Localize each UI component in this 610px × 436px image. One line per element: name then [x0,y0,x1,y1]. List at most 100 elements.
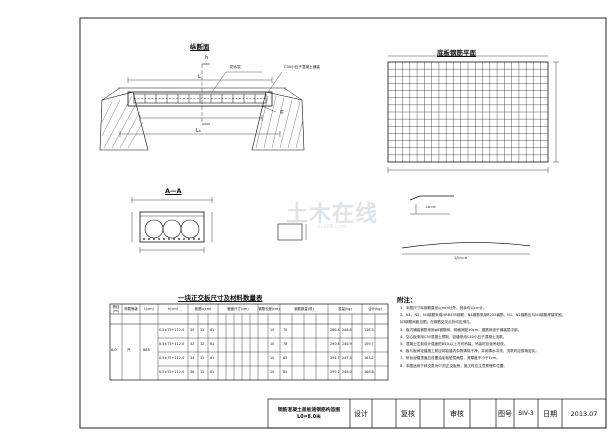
table-cell: 36 [190,370,195,374]
table-cell: 85 [283,370,288,374]
table-cell: 286.4 [330,328,340,332]
title-block-lines [267,398,607,429]
table-cell: 61 [210,328,215,332]
table-span: 8.0 [111,348,117,352]
section-slab [139,211,205,243]
section-void-2 [162,219,182,239]
drawing-title: 钢筋混凝土盖板涵钢筋构造图 L0=8.0米 [268,399,350,428]
note-line: 8、本图适用于斜交角为0°的正交板桥，施工时应注意预埋件位置。 [400,363,507,368]
table-cell: 32 [190,342,195,346]
note-line: 7、桥台台帽顶面应设置油毛毡垫层两层，其厚度不小于1cm。 [400,356,500,361]
notes-heading: 附注： [397,296,417,304]
table-cell: 61 [210,370,215,374]
plan-title: 底板钢筋平面 [437,49,476,57]
note-line: 1、本图尺寸除钢筋直径以mm计外，其余均以cm计。 [400,306,487,310]
approve-label: 审核 [450,409,464,418]
section-view [131,197,213,253]
table-cell: 248.0 [342,370,352,374]
elevation-title: 纵断面 [190,43,210,51]
watermark-text: 土木在线 [286,202,379,227]
table-cell: 166.8 [364,370,374,374]
table-length: 685 [143,348,150,352]
table-cell: 12 [200,370,205,374]
slab-outline [127,91,273,107]
table-load: 汽 [127,348,131,352]
note-line: 3、板内铺装钢筋采用φ8钢筋网，网格间距10cm，钢筋网设于铺装层中部。 [400,327,522,332]
table-cell: 78 [283,342,288,346]
drawing-number: SIV-3 [518,410,534,417]
table-cell: 82 [283,356,288,360]
table-header-cell: 截面尺寸(cm) [227,306,249,311]
callout-pavement: C30小石子混凝土铺装 [284,65,320,69]
table-cell: 0.5×75+112.0 [159,342,185,346]
label-l0: L₀ [196,128,201,134]
drawing-number-label: 图号 [498,409,512,418]
table-cell: 159.7 [364,342,374,346]
table-cell: 246.4 [342,328,352,332]
table-cell: 12 [200,356,205,360]
rebar-detail-2 [409,195,454,215]
drawing-title-line-2: L0=8.0米 [297,414,321,420]
note-line: 4、空心板采用C30混凝土预制，铰缝采用C40小石子混凝土浇筑。 [400,334,507,339]
elevation-view [99,63,305,151]
rebar-detail-1 [277,223,307,241]
table-header-cell: 合计(kg) [368,306,382,311]
section-void-3 [180,219,200,239]
callout-layer: 层 [280,110,284,114]
detail-label-la: La=d [426,205,436,209]
note-line: 2、N1、N2、N3钢筋采用HRB335钢筋，N4钢筋采用R235钢筋，N1、N… [400,313,566,318]
table-cell: 247.5 [342,356,352,360]
detail-label-ln: 1/Ln=d [454,256,468,260]
table-header-cell: 钢筋长度(cm) [258,306,280,311]
table-header-cell: 钢筋数量(根) [294,306,314,311]
note-line: N3钢筋间距见图，在钢筋交叉点处均应绑扎。 [400,320,474,325]
table-cell: 12 [200,328,205,332]
left-abutment [99,91,149,151]
callout-waterproof: 防水层 [230,65,241,69]
design-label: 设计 [354,409,368,418]
table-cell: 10 [270,328,275,332]
table-header-cell: 荷载等级 [124,306,138,311]
date-label: 日期 [543,409,557,418]
rebar-detail-3 [401,242,531,255]
label-h: h [205,55,209,61]
table-cell: 30 [190,328,195,332]
table-cell: 10 [270,370,275,374]
table-cell: 156.3 [364,328,374,332]
table-cell: 34 [190,356,195,360]
table-cell: 61 [210,356,215,360]
table-header-cell: 跨径(m) [112,305,120,313]
quantity-table [109,303,389,381]
table-cell: 163.2 [364,356,374,360]
drawing-title-line-1: 钢筋混凝土盖板涵钢筋构造图 [277,407,341,413]
right-abutment [251,91,305,151]
table-cell: 10 [270,342,275,346]
note-line: 6、板与板间铰缝施工前应将铰缝内杂物清除干净，并用清水冲洗，浇筑时应振捣密实。 [400,349,539,354]
note-line: 5、混凝土达到设计强度的85%以上方可吊装，吊装时应轻吊轻放。 [400,342,508,347]
table-header-cell: 板宽b(cm) [194,306,212,311]
table-cell: 0.5×75+112.0 [159,356,185,360]
table-title: 一块正交板尺寸及材料数量表 [178,294,263,302]
plan-view [387,55,559,173]
table-header-cell: 重量(kg) [338,306,352,311]
table-cell: 75 [283,328,288,332]
watermark-subtext: co188.com [318,224,346,230]
table-cell: 0.5×75+112.0 [159,328,185,332]
table-cell: 299.1 [330,370,340,374]
table-cell: 12 [200,342,205,346]
table-cell: 0.5×75+112.0 [159,370,185,374]
table-cell: 10 [270,356,275,360]
date: 2013.07 [570,409,598,418]
table-cell: 290.4 [330,342,340,346]
plan-dim-top: 1 [465,51,468,55]
section-title: A—A [165,187,182,195]
notes-list: 1、本图尺寸除钢筋直径以mm计外，其余均以cm计。 2、N1、N2、N3钢筋采用H… [400,305,565,370]
table-cell: 294.7 [330,356,340,360]
table-header-cell: h(cm) [168,306,178,311]
table-cell: 246.9 [342,342,352,346]
table-header-cell: L(cm) [144,306,154,311]
review-label: 复核 [401,409,415,418]
plan-rebar-grid [388,62,548,162]
